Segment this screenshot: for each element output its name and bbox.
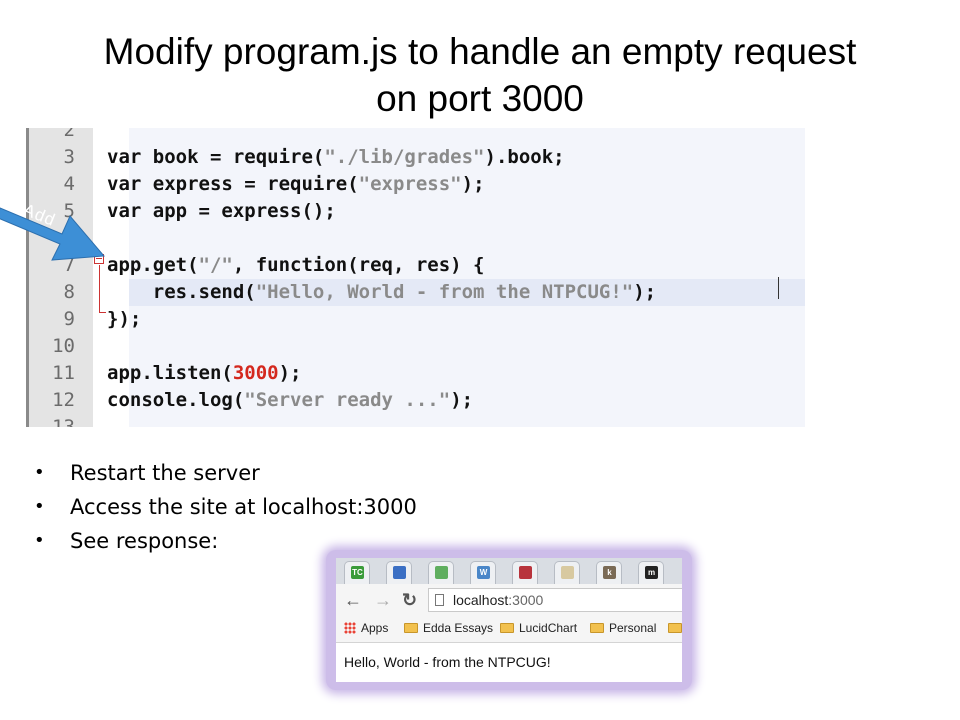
folder-icon [500,623,514,633]
line-number: 13 [52,416,75,427]
bullet-text: See response: [70,529,219,553]
current-line-highlight [129,279,805,306]
folder-icon [404,623,418,633]
bullet-dot: • [34,530,45,551]
line-number-gutter [29,128,93,427]
line-number: 11 [52,362,75,384]
code-area[interactable] [129,128,805,427]
k-icon: k [603,566,616,579]
code-line[interactable]: 4 var express = require("express"); [26,171,805,198]
chat-icon [435,566,448,579]
bookmarks-bar: Apps Edda Essays LucidChart Personal [336,616,682,643]
bookmark-personal[interactable]: Personal [590,621,656,635]
apps-grid-icon [344,622,356,634]
code-line[interactable]: 9}); [26,306,805,333]
browser-tab[interactable] [554,561,580,584]
code-line[interactable]: 5 var app = express(); [26,198,805,225]
code-line[interactable]: 8 res.send("Hello, World - from the NTPC… [26,279,805,306]
folder-icon [590,623,604,633]
code-text: app.listen(3000); [107,362,302,384]
address-bar[interactable]: localhost:3000 [428,588,682,612]
text-caret [778,277,779,299]
url-port: :3000 [508,592,544,608]
url-host: localhost [453,592,509,608]
code-line[interactable]: 7 app.get("/", function(req, res) { [26,252,805,279]
bookmark-label: Edda Essays [423,621,494,635]
browser-tab[interactable] [428,561,454,584]
w-icon: W [477,566,490,579]
line-number: 9 [63,308,75,330]
code-text: console.log("Server ready ..."); [107,389,474,411]
line-number: 8 [63,281,75,303]
line-number: 7 [63,254,75,276]
fold-guide-end [99,312,106,313]
browser-tab[interactable] [512,561,538,584]
bullet-response: • See response: [34,524,417,558]
code-line[interactable]: 10 [26,333,805,360]
code-line[interactable]: 12 console.log("Server ready ..."); [26,387,805,414]
bullet-restart: • Restart the server [34,456,417,490]
code-line[interactable]: 11 app.listen(3000); [26,360,805,387]
browser-tab[interactable] [386,561,412,584]
bookmark-label: Apps [361,621,389,635]
code-text: app.get("/", function(req, res) { [107,254,485,276]
address-url: localhost:3000 [453,592,543,608]
browser-tab[interactable]: m [638,561,664,584]
back-arrow-icon[interactable]: ← [344,590,362,610]
code-line[interactable]: 13 [26,414,805,427]
code-text: res.send("Hello, World - from the NTPCUG… [107,281,657,303]
browser-toolbar: ← → ↻ localhost:3000 [336,584,682,616]
code-text: }); [107,308,142,330]
cloud-icon [561,566,574,579]
bullet-text: Restart the server [70,461,260,485]
bullet-access: • Access the site at localhost:3000 [34,490,417,524]
line-number: 12 [52,389,75,411]
title-line-2: on port 3000 [376,78,584,119]
reload-icon[interactable]: ↻ [402,590,418,610]
bookmark-edda-essays[interactable]: Edda Essays [404,621,493,635]
browser-tab[interactable]: k [596,561,622,584]
browser-tab[interactable]: W [470,561,496,584]
slide-title: Modify program.js to handle an empty req… [40,28,920,122]
line-number: 10 [52,335,75,357]
bullet-dot: • [34,462,45,483]
bookmark-overflow[interactable] [668,621,682,635]
code-text: var book = require("./lib/grades").book; [107,146,565,168]
bullet-dot: • [34,496,45,517]
gutter-edge [26,128,29,427]
heart-icon [519,566,532,579]
folder-icon [668,623,682,633]
bullet-list: • Restart the server • Access the site at … [34,456,417,558]
fold-guide [99,265,100,312]
browser-tab[interactable]: TC [344,561,370,584]
code-text: var app = express(); [107,200,336,222]
title-line-1: Modify program.js to handle an empty req… [103,31,857,72]
bullet-text: Access the site at localhost:3000 [70,495,417,519]
add-arrow-shape [0,207,106,261]
line-number: 2 [63,128,75,141]
page-response-text: Hello, World - from the NTPCUG! [344,654,551,670]
page-icon [435,594,444,606]
bookmark-label: LucidChart [519,621,578,635]
bookmark-lucidchart[interactable]: LucidChart [500,621,577,635]
tc-icon: TC [351,566,364,579]
line-number: 3 [63,146,75,168]
bookmark-label: Personal [609,621,657,635]
bird-icon [393,566,406,579]
add-callout-arrow [0,207,106,261]
code-editor[interactable]: 2 3 var book = require("./lib/grades").boo… [26,128,805,427]
bookmark-apps[interactable]: Apps [344,621,388,635]
forward-arrow-icon[interactable]: → [374,590,392,610]
code-line[interactable]: 6 [26,225,805,252]
code-line[interactable]: 3 var book = require("./lib/grades").book… [26,144,805,171]
code-line[interactable]: 2 [26,128,805,144]
m-icon: m [645,566,658,579]
code-text: var express = require("express"); [107,173,485,195]
line-number: 4 [63,173,75,195]
line-number: 5 [63,200,75,222]
